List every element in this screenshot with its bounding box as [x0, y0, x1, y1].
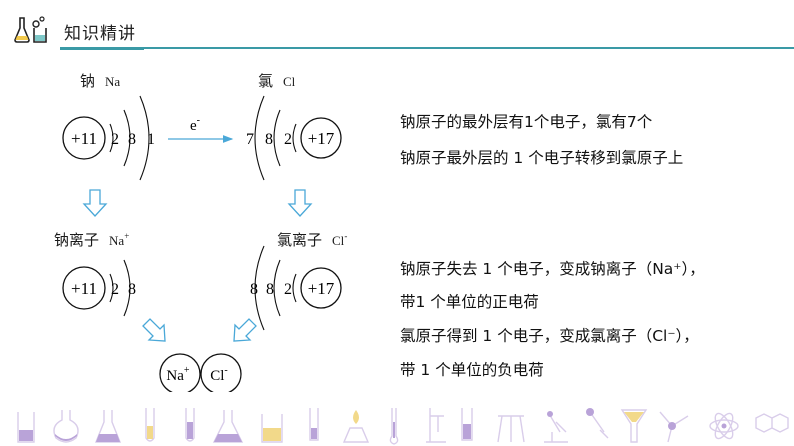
- chloride-ion-product-symbol: Cl-: [210, 365, 228, 384]
- diagonal-arrow-icon: [142, 318, 166, 342]
- chloride-ion-shell-3-electrons: 8: [250, 281, 258, 298]
- stand-icon: [426, 408, 446, 443]
- chlorine-nucleus: [300, 117, 342, 159]
- thermometer-icon: [389, 408, 399, 445]
- hexagon-molecule-icon: [755, 413, 789, 433]
- chloride-ion-shell-2: [273, 259, 281, 317]
- sodium-ion: +11 2 8: [62, 259, 136, 317]
- chloride-ion: +17 8 8 2: [250, 245, 342, 331]
- beaker-icon: [17, 412, 35, 443]
- chlorine-shell-1-electrons: 2: [284, 131, 292, 148]
- atom-icon: [709, 412, 739, 440]
- test-tube-icon: [185, 408, 195, 442]
- dropper-icon: [586, 408, 609, 439]
- chloride-ion-nucleus-charge: +17: [308, 279, 335, 298]
- sodium-ion-nucleus: [62, 266, 106, 310]
- chloride-ion-shell-2-electrons: 8: [266, 281, 274, 298]
- test-tube-icon: [309, 408, 319, 441]
- ionic-bond-diagram: +11 2 8 1 e- +17 7 8 2 +11 2 8 +17: [62, 95, 342, 392]
- chlorine-shell-2-electrons: 8: [265, 131, 273, 148]
- chloride-ion-nucleus: [300, 267, 342, 309]
- sodium-shell-1-electrons: 2: [111, 131, 119, 148]
- explanation-line-5: 氯原子得到 1 个电子，变成氯离子（Cl⁻），: [400, 327, 699, 345]
- microscope-icon: [544, 411, 568, 443]
- header-divider: [60, 47, 794, 49]
- sodium-shell-3: [139, 95, 150, 181]
- chlorine-shell-3-electrons: 7: [246, 131, 254, 148]
- beaker-icon: [261, 414, 283, 443]
- sodium-shell-2: [123, 109, 131, 167]
- chloride-ion-shell-3: [254, 245, 265, 331]
- round-flask-icon: [53, 410, 79, 443]
- chlorine-atom: +17 7 8 2: [246, 95, 342, 181]
- sodium-ion-shell-1: [109, 273, 114, 303]
- sodium-ion-product: [159, 353, 201, 392]
- explanation-line-6: 带 1 个单位的负电荷: [400, 361, 544, 379]
- diagonal-arrow-icon: [233, 318, 257, 342]
- chlorine-nucleus-charge: +17: [308, 129, 335, 148]
- explanation-line-3: 钠原子失去 1 个电子，变成钠离子（Na⁺），: [400, 260, 705, 278]
- cylinder-icon: [461, 408, 473, 441]
- chlorine-shell-3: [254, 95, 265, 181]
- erlenmeyer-icon: [212, 410, 244, 443]
- flask-icon: [94, 410, 122, 443]
- sodium-nucleus-charge: +11: [71, 129, 97, 148]
- explanation-line-2: 钠原子最外层的 1 个电子转移到氯原子上: [400, 149, 684, 167]
- sodium-atom: +11 2 8 1: [62, 95, 155, 181]
- sodium-nucleus: [62, 116, 106, 160]
- sodium-ion-shell-2: [123, 259, 131, 317]
- molecule-icon: [659, 411, 689, 443]
- chloride-ion-product: [200, 353, 242, 392]
- chloride-ion-shell-1: [292, 273, 297, 303]
- sodium-shell-3-electrons: 1: [147, 131, 155, 148]
- tripod-icon: [497, 415, 525, 443]
- explanation-line-4: 带1 个单位的正电荷: [400, 293, 539, 311]
- page-title: 知识精讲: [64, 24, 136, 44]
- down-arrow-icon: [82, 189, 108, 217]
- chloride-ion-shell-1-electrons: 2: [284, 281, 292, 298]
- funnel-icon: [620, 409, 648, 443]
- test-tube-icon: [145, 408, 155, 442]
- chlorine-shell-2: [273, 109, 281, 167]
- down-arrow-icon: [287, 189, 313, 217]
- burner-icon: [342, 410, 370, 443]
- sodium-shell-2-electrons: 8: [128, 131, 136, 148]
- electron-label: e-: [190, 115, 200, 134]
- explanation-line-1: 钠原子的最外层有1个电子，氯有7个: [400, 113, 653, 131]
- sodium-ion-shell-2-electrons: 8: [128, 281, 136, 298]
- header-bar: 知识精讲: [0, 0, 794, 50]
- lab-flask-logo-icon: [14, 16, 47, 43]
- lab-equipment-footer: [17, 408, 789, 445]
- sodium-ion-nucleus-charge: +11: [71, 279, 97, 298]
- chlorine-shell-1: [292, 123, 297, 153]
- sodium-ion-product-symbol: Na+: [166, 365, 190, 384]
- sodium-ion-shell-1-electrons: 2: [111, 281, 119, 298]
- sodium-shell-1: [109, 123, 114, 153]
- header-divider-accent: [60, 47, 144, 50]
